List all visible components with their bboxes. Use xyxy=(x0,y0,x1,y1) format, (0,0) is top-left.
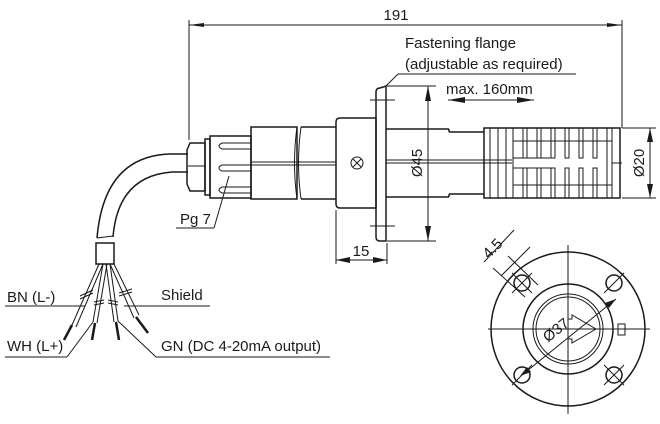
cable-gland: Pg 7 xyxy=(176,135,252,229)
probe-tube xyxy=(386,128,512,198)
overall-length-label: 191 xyxy=(383,7,408,24)
wire-labels: BN (L-) Shield WH (L+) GN (DC 4-20mA out… xyxy=(5,287,330,358)
wire-bundle xyxy=(62,263,149,341)
flange-adjust-label: max. 160mm xyxy=(446,81,533,98)
flange-callout-line1: Fastening flange xyxy=(405,35,516,52)
probe-tip xyxy=(483,127,622,199)
flange-callout-line2: (adjustable as required) xyxy=(405,56,563,73)
hole-diameter-label: 4.5 xyxy=(479,235,506,262)
wire-label-shield: Shield xyxy=(161,287,203,304)
flange-clamp xyxy=(335,84,395,242)
flange-callout: Fastening flange (adjustable as required… xyxy=(385,35,576,87)
wire-label-bn: BN (L-) xyxy=(7,289,55,306)
wire-label-wh: WH (L+) xyxy=(7,338,63,355)
cable xyxy=(95,153,188,265)
flange-thickness-label: 15 xyxy=(353,243,370,260)
flange-thickness-dimension: 15 xyxy=(335,210,388,264)
overall-length-dimension: 191 xyxy=(188,7,623,140)
sensor-body xyxy=(250,126,336,200)
wire-label-gn: GN (DC 4-20mA output) xyxy=(161,338,321,355)
wire-green xyxy=(105,263,121,341)
probe-diameter-label: Ø20 xyxy=(631,149,648,177)
wire-brown xyxy=(62,263,104,341)
probe-diameter-dimension: Ø20 xyxy=(622,127,656,199)
flange-adjust-dimension: max. 160mm xyxy=(446,81,534,103)
gland-label: Pg 7 xyxy=(180,211,211,228)
front-view: Ø37 4.5 xyxy=(479,229,650,414)
wire-white xyxy=(90,263,108,341)
